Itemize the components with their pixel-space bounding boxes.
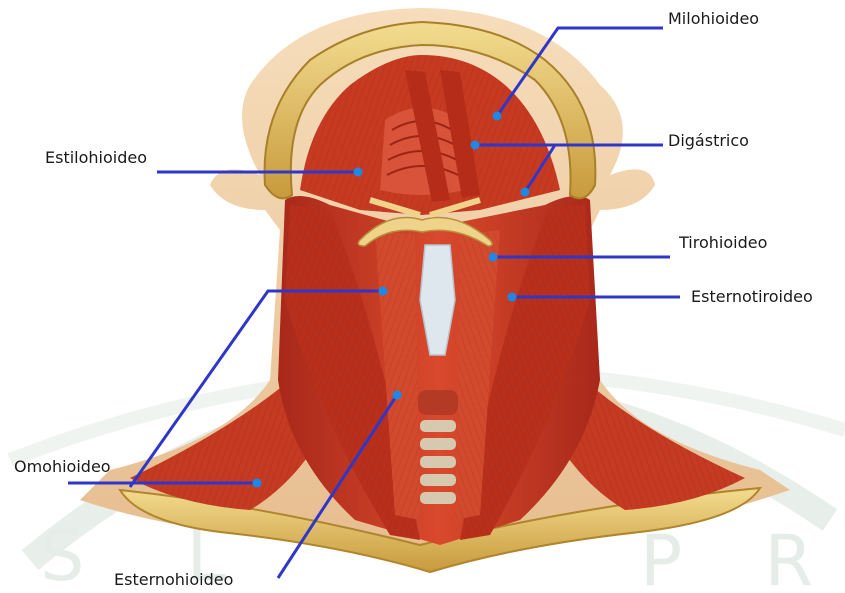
label-milohioideo: Milohioideo — [668, 10, 759, 28]
label-esternohioideo: Esternohioideo — [114, 571, 233, 589]
label-tirohioideo: Tirohioideo — [679, 234, 767, 252]
label-estilohioideo: Estilohioideo — [45, 149, 147, 167]
label-esternotiroideo: Esternotiroideo — [691, 288, 813, 306]
label-digastrico: Digástrico — [668, 132, 749, 150]
label-omohioideo: Omohioideo — [14, 458, 111, 476]
svg-text:P R: P R — [640, 520, 843, 593]
